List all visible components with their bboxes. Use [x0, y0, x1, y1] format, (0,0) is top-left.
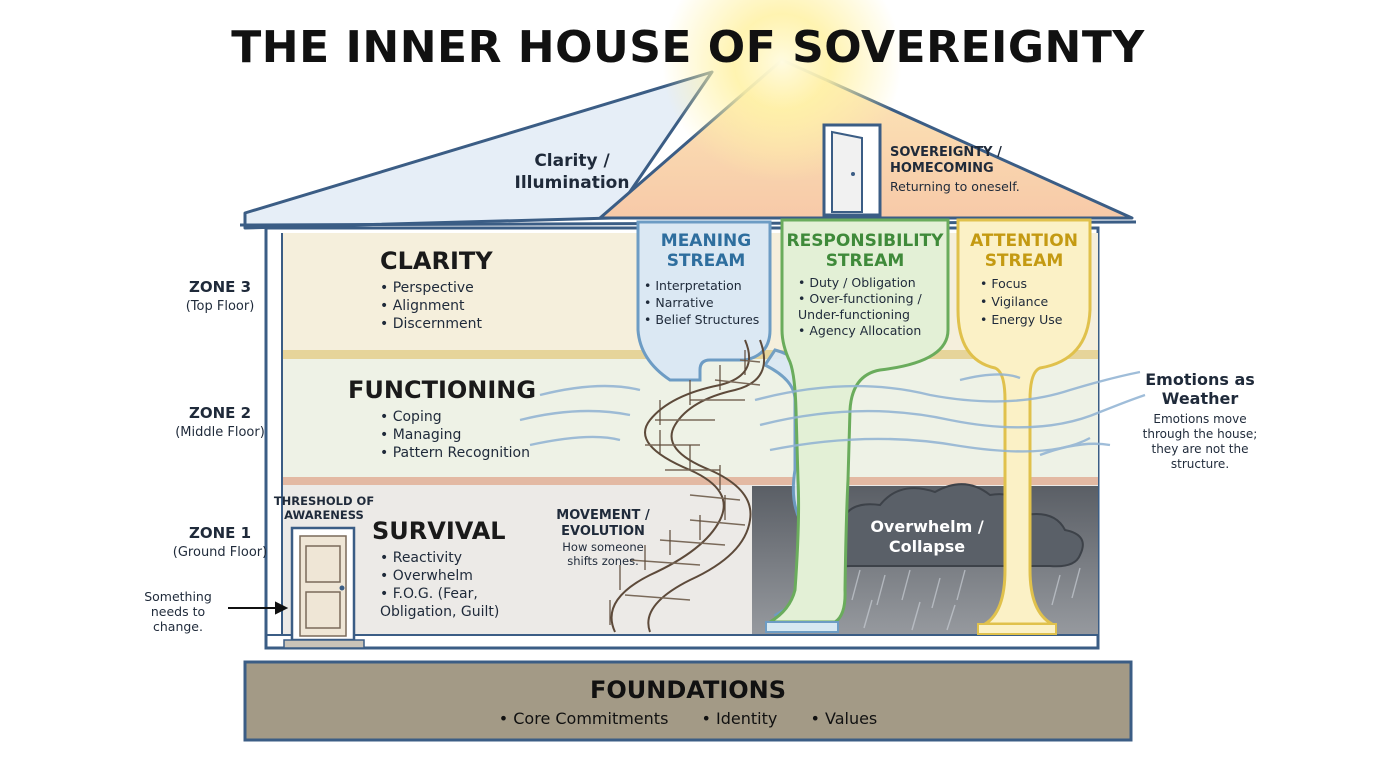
functioning-title: FUNCTIONING: [348, 376, 537, 404]
clarity-title: CLARITY: [380, 247, 493, 275]
list-item: Discernment: [380, 315, 620, 333]
threshold-label: THRESHOLD OF AWARENESS: [273, 494, 375, 522]
rain: [851, 567, 1081, 631]
list-item: Coping: [380, 408, 608, 426]
sovereignty-subtitle: Returning to oneself.: [890, 179, 1020, 194]
meaning-stream-list: Interpretation Narrative Belief Structur…: [644, 277, 768, 328]
foundation-item: • Identity: [701, 709, 778, 728]
foundation-item: • Values: [810, 709, 878, 728]
door-note: Something needs to change.: [144, 589, 212, 634]
list-item: Alignment: [380, 297, 620, 315]
responsibility-stream-title: RESPONSIBILITY STREAM: [786, 231, 944, 271]
entry-door: [283, 526, 365, 649]
list-item: Narrative: [644, 294, 768, 311]
list-item: Energy Use: [980, 311, 1086, 329]
clarity-list: Perspective Alignment Discernment: [380, 279, 620, 333]
zone-2-name: ZONE 2: [188, 404, 252, 422]
list-item: Focus: [980, 275, 1086, 293]
door-arrow: [228, 601, 289, 615]
clarity-section: CLARITY Perspective Alignment Discernmen…: [380, 247, 620, 333]
foundations-title: FOUNDATIONS: [589, 676, 787, 704]
list-item: Duty / Obligation: [798, 275, 938, 291]
sovereignty-label: SOVEREIGNTY / HOMECOMING Returning to on…: [890, 145, 1050, 194]
movement-title: MOVEMENT / EVOLUTION: [556, 508, 650, 539]
zone-2-sub: (Middle Floor): [175, 425, 265, 440]
foundation-slab: [243, 660, 1133, 742]
list-item: Interpretation: [644, 277, 768, 294]
zone-3-label: ZONE 3 (Top Floor): [150, 277, 290, 317]
movement-label: MOVEMENT / EVOLUTION How someone shifts …: [548, 508, 658, 568]
zone-3-sub: (Top Floor): [185, 299, 255, 314]
emotions-label: Emotions as Weather Emotions move throug…: [1132, 370, 1268, 472]
emotions-text: Emotions move through the house; they ar…: [1142, 412, 1258, 471]
zone-3-name: ZONE 3: [188, 278, 252, 296]
meaning-stream-label: MEANING STREAM Interpretation Narrative …: [644, 231, 768, 328]
storm-label: Overwhelm / Collapse: [870, 517, 984, 556]
list-item: Over-functioning / Under-functioning: [798, 291, 938, 323]
survival-section: SURVIVAL Reactivity Overwhelm F.O.G. (Fe…: [372, 517, 592, 621]
list-item: Vigilance: [980, 293, 1086, 311]
survival-list: Reactivity Overwhelm F.O.G. (Fear, Oblig…: [380, 549, 592, 621]
functioning-section: FUNCTIONING Coping Managing Pattern Reco…: [348, 376, 608, 462]
foundation-item: • Core Commitments: [498, 709, 669, 728]
list-item: Overwhelm: [380, 567, 592, 585]
zone-1-label: ZONE 1 (Ground Floor): [150, 523, 290, 563]
list-item: F.O.G. (Fear, Obligation, Guilt): [380, 585, 530, 621]
functioning-list: Coping Managing Pattern Recognition: [380, 408, 608, 462]
attention-stream-label: ATTENTION STREAM Focus Vigilance Energy …: [962, 231, 1086, 329]
meaning-stream-title: MEANING STREAM: [660, 231, 752, 271]
responsibility-stream-list: Duty / Obligation Over-functioning / Und…: [798, 275, 938, 339]
list-item: Pattern Recognition: [380, 444, 608, 462]
emotions-title: Emotions as Weather: [1145, 370, 1255, 408]
foundations-items: • Core Commitments • Identity • Values: [245, 709, 1131, 728]
attic-door: [822, 123, 882, 217]
page-title: THE INNER HOUSE OF SOVEREIGNTY: [231, 22, 1145, 73]
list-item: Reactivity: [380, 549, 592, 567]
zone-1-name: ZONE 1: [188, 524, 252, 542]
list-item: Managing: [380, 426, 608, 444]
attention-stream-title: ATTENTION STREAM: [970, 231, 1078, 271]
floor-divider-middle: [282, 477, 1098, 485]
list-item: Perspective: [380, 279, 620, 297]
zone-2-label: ZONE 2 (Middle Floor): [150, 403, 290, 443]
sovereignty-title: SOVEREIGNTY / HOMECOMING: [890, 145, 1002, 176]
list-item: Belief Structures: [644, 311, 768, 328]
responsibility-stream-label: RESPONSIBILITY STREAM Duty / Obligation …: [786, 231, 944, 339]
spiral-staircase: [609, 339, 765, 633]
attention-stream-list: Focus Vigilance Energy Use: [980, 275, 1086, 329]
list-item: Agency Allocation: [798, 323, 938, 339]
movement-subtitle: How someone shifts zones.: [562, 540, 644, 568]
roof-left-label: Clarity / Illumination: [514, 151, 630, 193]
zone-1-sub: (Ground Floor): [172, 545, 268, 560]
survival-title: SURVIVAL: [372, 517, 506, 545]
